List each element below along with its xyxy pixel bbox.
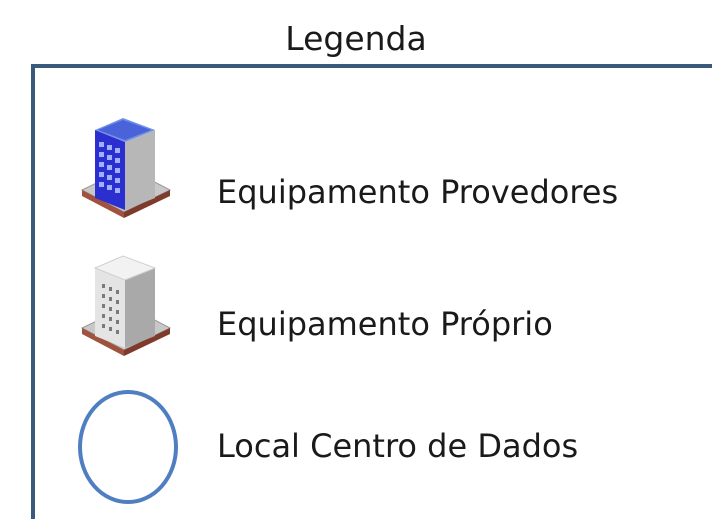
legend-label-own-equipment: Equipamento Próprio xyxy=(217,305,553,343)
legend-item-provider-equipment: Equipamento Provedores xyxy=(0,112,712,222)
legend-label-data-center-location: Local Centro de Dados xyxy=(217,427,579,465)
legend-frame xyxy=(31,64,712,519)
legend-item-data-center-location: Local Centro de Dados xyxy=(0,388,712,506)
legend-item-own-equipment: Equipamento Próprio xyxy=(0,250,712,360)
legend-label-provider-equipment: Equipamento Provedores xyxy=(217,173,619,211)
gray-building-icon xyxy=(80,255,172,356)
blue-building-icon xyxy=(80,118,172,218)
legend-title: Legenda xyxy=(285,19,427,58)
circle-outline-icon xyxy=(78,390,178,504)
